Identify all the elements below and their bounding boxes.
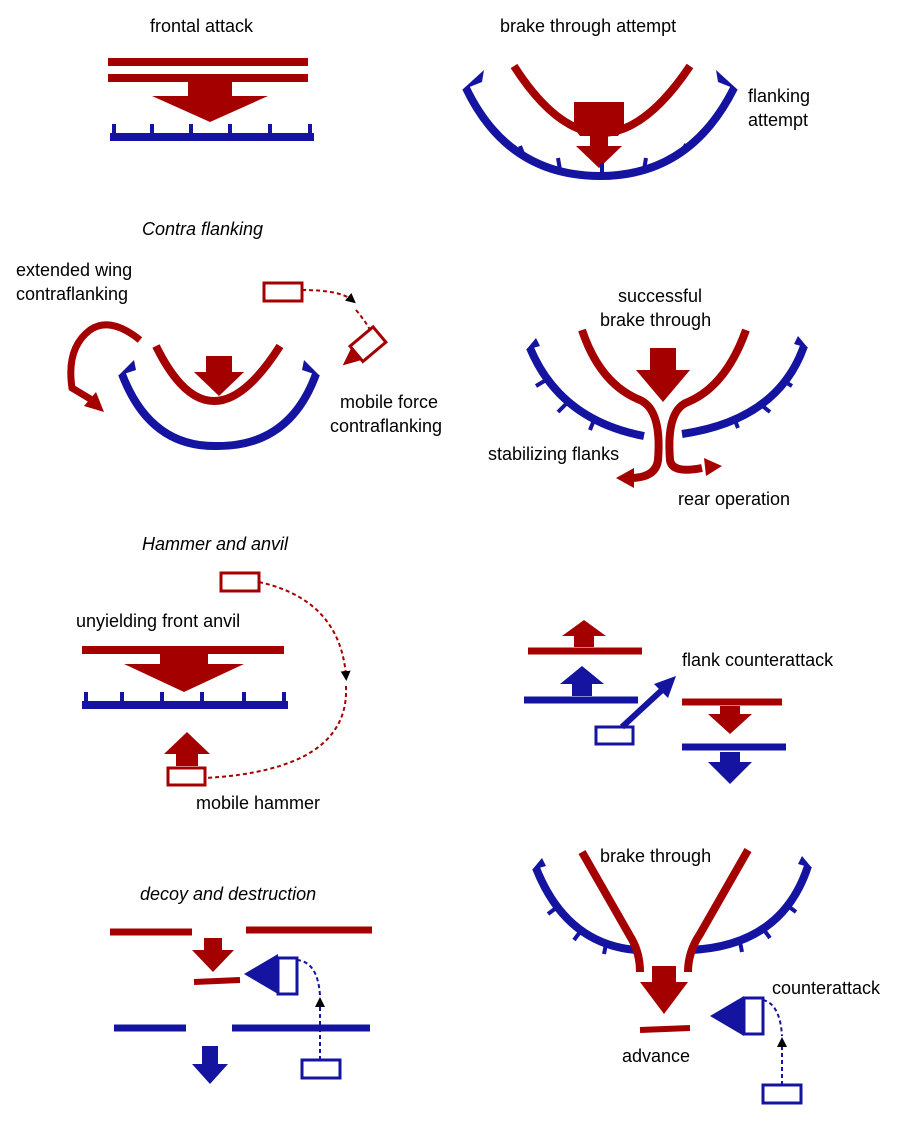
red-centre-arrow <box>636 348 690 402</box>
blue-defence-left <box>532 866 637 954</box>
blue-defence-left <box>526 346 645 440</box>
red-extended-wing-arrow <box>67 321 143 404</box>
blue-defence-right <box>681 344 808 438</box>
red-hammer-arrow <box>164 732 210 766</box>
blue-end-left <box>526 338 540 350</box>
red-rear-arrowhead-right <box>704 458 722 476</box>
mobile-force-label-1: mobile force <box>340 392 438 412</box>
rear-operation-label: rear operation <box>678 489 790 509</box>
blue-mobile-unit-box <box>276 956 299 996</box>
red-attack-arrow <box>194 356 244 396</box>
red-mobile-force-box <box>262 281 304 303</box>
blue-flank-arrowhead <box>654 676 676 698</box>
red-anvil-arrow <box>124 654 244 692</box>
blue-defence-ticks <box>546 904 798 955</box>
blue-counterattack-arrowhead <box>710 996 744 1036</box>
red-decoy-arrow <box>192 938 234 972</box>
blue-mobile-box <box>594 725 635 746</box>
stabilizing-flanks-label: stabilizing flanks <box>488 444 619 464</box>
frontal-attack-panel: frontal attack <box>108 16 314 141</box>
successful-label-2: brake through <box>600 310 711 330</box>
blue-end-right <box>798 856 812 868</box>
successful-label-1: successful <box>618 286 702 306</box>
blue-defence-arc <box>462 86 738 181</box>
blue-end-left <box>532 858 546 870</box>
brake-through-attempt-label: brake through attempt <box>500 16 676 36</box>
blue-dashed-path-2 <box>296 959 321 997</box>
red-attack-arc <box>152 343 284 405</box>
decoy-and-destruction-panel: decoy and destruction <box>110 884 372 1084</box>
blue-arc-arrowhead-left <box>118 360 136 376</box>
red-break-left <box>578 328 663 482</box>
red-mobile-force-arrow <box>342 324 389 366</box>
blue-strike-arrowhead <box>244 954 278 994</box>
extended-wing-label-1: extended wing <box>16 260 132 280</box>
flank-counterattack-panel: flank counterattack <box>524 620 834 784</box>
blue-flank-shaft <box>619 687 665 730</box>
hammer-and-anvil-panel: Hammer and anvil unyielding front anvil … <box>76 534 351 813</box>
hammer-dashed-path-2 <box>204 685 348 779</box>
blue-retreat-arrow <box>192 1046 228 1084</box>
flank-counterattack-label: flank counterattack <box>682 650 834 670</box>
hammer-and-anvil-title: Hammer and anvil <box>142 534 289 554</box>
red-hammer-box <box>166 766 207 787</box>
blue-flank-arrowhead-right <box>716 70 738 90</box>
red-retreat-arrow <box>708 706 752 734</box>
blue-arc-arrowhead-right <box>302 360 320 376</box>
blue-defence-right <box>689 864 812 954</box>
flanking-attempt-label-1: flanking <box>748 86 810 106</box>
blue-defence-ticks <box>534 378 794 431</box>
red-advance-unit <box>639 1025 691 1033</box>
red-extended-wing-arrowhead <box>84 392 104 412</box>
red-advance-arrow <box>640 966 688 1014</box>
decoy-and-destruction-title: decoy and destruction <box>140 884 316 904</box>
blue-advance-arrow <box>560 666 604 696</box>
blue-defence-arc <box>118 372 320 451</box>
red-hammer-start-box <box>219 571 261 593</box>
hammer-dashed-path-1 <box>258 581 351 681</box>
red-rear-arrowhead-left <box>616 468 634 488</box>
red-break-right <box>684 848 752 973</box>
contra-flanking-title: Contra flanking <box>142 219 263 239</box>
blue-dashed-path-2 <box>762 999 783 1037</box>
red-break-left <box>578 850 644 973</box>
unyielding-front-anvil-label: unyielding front anvil <box>76 611 240 631</box>
advance-label: advance <box>622 1046 690 1066</box>
red-advance-arrow <box>562 620 606 647</box>
flanking-attempt-label-2: attempt <box>748 110 808 130</box>
red-break-arrow <box>574 102 624 168</box>
extended-wing-label-2: contraflanking <box>16 284 128 304</box>
blue-reserve-box <box>761 1083 803 1105</box>
counterattack-label: counterattack <box>772 978 881 998</box>
blue-arc-ticks <box>518 143 688 175</box>
mobile-force-label-2: contraflanking <box>330 416 442 436</box>
blue-retreat-arrow <box>708 752 752 784</box>
blue-end-right <box>794 336 808 348</box>
frontal-attack-label: frontal attack <box>150 16 254 36</box>
mobile-force-dashed-path-2 <box>355 309 371 331</box>
red-attack-arrow <box>152 82 268 122</box>
brake-through-label: brake through <box>600 846 711 866</box>
blue-defence-ticks <box>84 692 286 705</box>
mobile-force-dashed-path <box>301 289 356 304</box>
red-decoy-unit <box>193 977 241 985</box>
successful-brake-through-panel: successful brake through stabilizing fla… <box>488 286 808 509</box>
contra-flanking-panel: Contra flanking extended wing contraflan… <box>16 219 442 451</box>
brake-through-counterattack-panel: brake through counterattack advance <box>532 846 881 1105</box>
blue-reserve-box <box>300 1058 342 1080</box>
red-break-right <box>665 328 750 474</box>
brake-through-attempt-panel: brake through attempt flanking attempt <box>462 16 810 181</box>
blue-counterattack-box <box>742 996 765 1036</box>
blue-flank-arrowhead-left <box>462 70 484 90</box>
blue-defence-ticks <box>112 124 312 137</box>
mobile-hammer-label: mobile hammer <box>196 793 320 813</box>
